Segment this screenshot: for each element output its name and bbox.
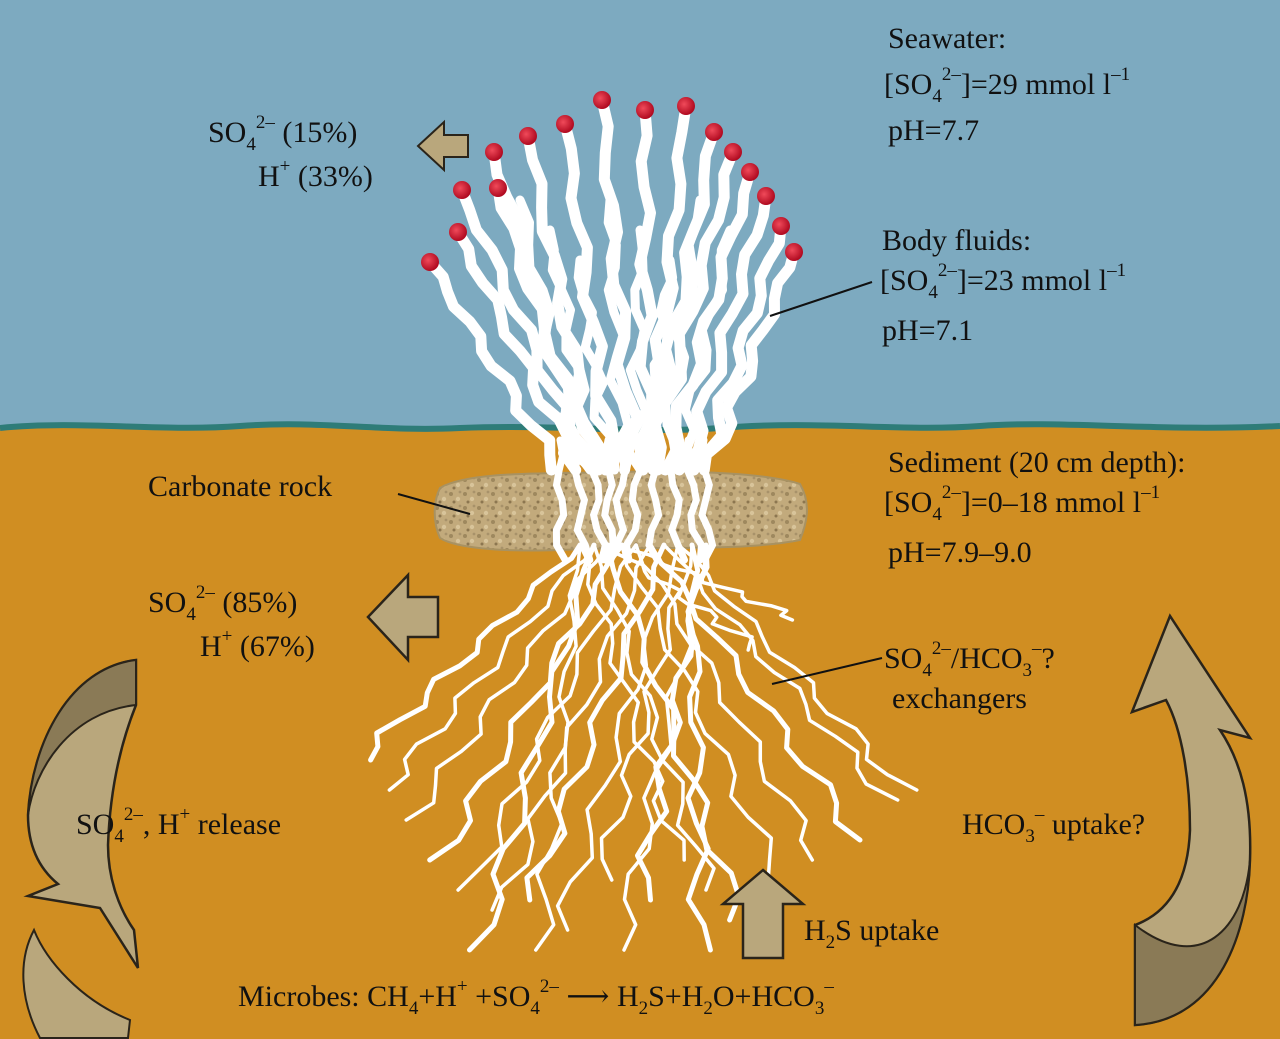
curved-arrow-shadow <box>1134 859 1251 1027</box>
root <box>662 543 900 802</box>
seawater-sulfate-concentration: [SO42–]=29 mmol l–1 <box>884 64 1130 107</box>
tube <box>607 436 629 564</box>
plume-tip <box>741 163 759 181</box>
body-fluids-title: Body fluids: <box>882 224 1031 257</box>
tube <box>645 436 663 564</box>
root <box>647 542 863 843</box>
tube <box>552 436 569 564</box>
root <box>534 543 582 952</box>
root-proton-release-label: H+ (67%) <box>200 626 315 663</box>
plume-tip <box>489 179 507 197</box>
root <box>368 542 583 763</box>
left-arrow-icon <box>416 119 469 173</box>
plume-tip <box>677 97 695 115</box>
root <box>524 542 667 903</box>
root-sulfate-release-label: SO42– (85%) <box>148 582 297 625</box>
root <box>622 543 708 952</box>
tube <box>660 195 705 475</box>
root <box>605 542 742 923</box>
curved-arrow-icon <box>22 927 132 1039</box>
tube <box>424 256 557 476</box>
tube <box>639 255 678 475</box>
tube <box>622 436 644 564</box>
root <box>387 543 596 792</box>
curved-arrow-shadow <box>27 658 137 816</box>
tube <box>673 190 772 476</box>
plume-tip <box>519 127 537 145</box>
plume-tip <box>453 181 471 199</box>
carbonate-rock-label: Carbonate rock <box>148 470 332 503</box>
plume-tip <box>485 143 503 161</box>
root <box>592 543 716 892</box>
sediment-title: Sediment (20 cm depth): <box>888 446 1185 479</box>
sediment-region <box>0 424 1280 1039</box>
plume-tip <box>421 253 439 271</box>
plume-tip <box>705 123 723 141</box>
tube <box>573 255 617 475</box>
tube <box>698 436 717 564</box>
tube <box>603 195 633 475</box>
sediment-sulfate-concentration: [SO42–]=0–18 mmol l–1 <box>884 482 1160 525</box>
plume-proton-release-label: H+ (33%) <box>258 156 373 193</box>
tube <box>588 436 610 564</box>
tubeworm-roots <box>368 542 919 953</box>
tubeworm-tubes <box>424 94 800 564</box>
up-arrow-icon <box>719 868 807 960</box>
exchangers-pointer <box>771 657 883 685</box>
root <box>634 543 815 862</box>
seawater-ph: pH=7.7 <box>888 114 979 147</box>
tube <box>515 195 595 475</box>
tube <box>545 225 604 475</box>
tube <box>622 225 650 475</box>
root <box>404 543 610 822</box>
tube <box>664 225 735 475</box>
root <box>620 543 774 882</box>
tubeworm-plumes <box>421 91 803 271</box>
plume-tip <box>724 143 742 161</box>
microbial-reaction-equation: Microbes: CH4+H+ +SO42– ⟶ H2S+H2O+HCO3– <box>238 976 834 1019</box>
plume-tip <box>556 115 574 133</box>
plume-tip <box>449 223 467 241</box>
plume-tip <box>785 243 803 261</box>
h2s-uptake-label: H2S uptake <box>804 914 939 953</box>
release-label: SO42–, H+ release <box>76 804 281 847</box>
body-fluids-sulfate-concentration: [SO42–]=23 mmol l–1 <box>880 260 1126 303</box>
bicarbonate-uptake-label: HCO3– uptake? <box>962 804 1145 847</box>
plume-tip <box>757 187 775 205</box>
plume-tip <box>772 217 790 235</box>
tube <box>698 246 800 476</box>
plume-sulfate-release-label: SO42– (15%) <box>208 112 357 155</box>
tube <box>667 436 688 564</box>
tube <box>683 436 706 564</box>
left-arrow-icon <box>366 571 440 664</box>
root <box>578 543 686 862</box>
tube <box>601 436 617 564</box>
tube <box>571 436 594 564</box>
root <box>606 543 754 652</box>
exchangers-label-line1: SO42–/HCO3–? <box>884 638 1055 681</box>
sediment-ph: pH=7.9–9.0 <box>888 536 1032 569</box>
exchangers-label-line2: exchangers <box>892 682 1027 715</box>
plume-tip <box>593 91 611 109</box>
plume-tip <box>636 101 654 119</box>
body-fluids-pointer <box>769 281 873 317</box>
body-fluids-ph: pH=7.1 <box>882 314 973 347</box>
seawater-title: Seawater: <box>888 22 1006 55</box>
root <box>467 542 597 953</box>
carbonate-rock-pointer <box>397 493 471 515</box>
tube <box>688 220 787 476</box>
